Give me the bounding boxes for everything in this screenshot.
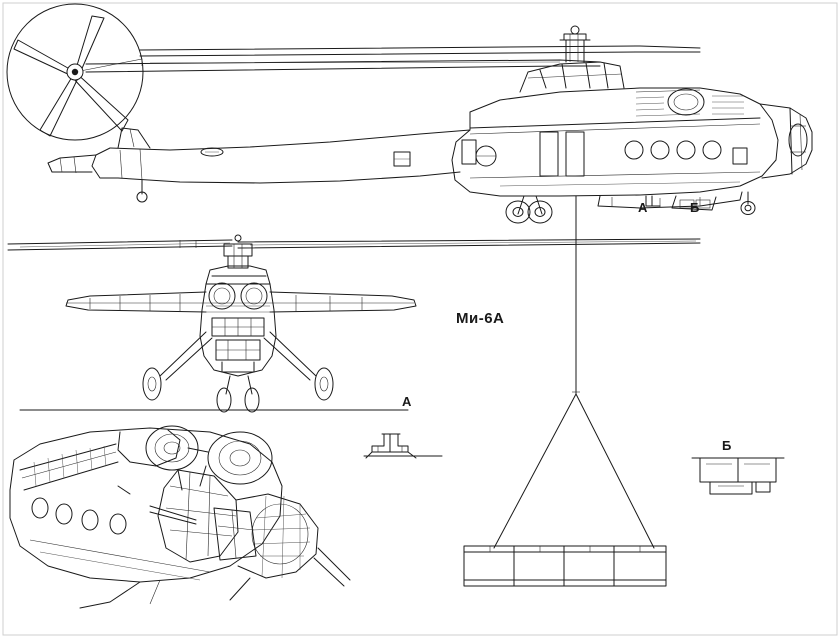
detail-b-group	[691, 457, 785, 495]
callout-a-detail-title: А	[402, 394, 412, 409]
sling-load-group	[463, 249, 667, 587]
callout-a-side-view: А	[638, 200, 648, 215]
drawing-title: Ми-6А	[456, 310, 505, 327]
front-view-group	[7, 234, 701, 413]
callout-b-side-view: Б	[690, 200, 700, 215]
detail-a-group	[363, 433, 443, 459]
cockpit-detail-group	[9, 425, 351, 609]
callout-b-detail-title: Б	[722, 438, 732, 453]
side-view-group	[6, 3, 813, 251]
